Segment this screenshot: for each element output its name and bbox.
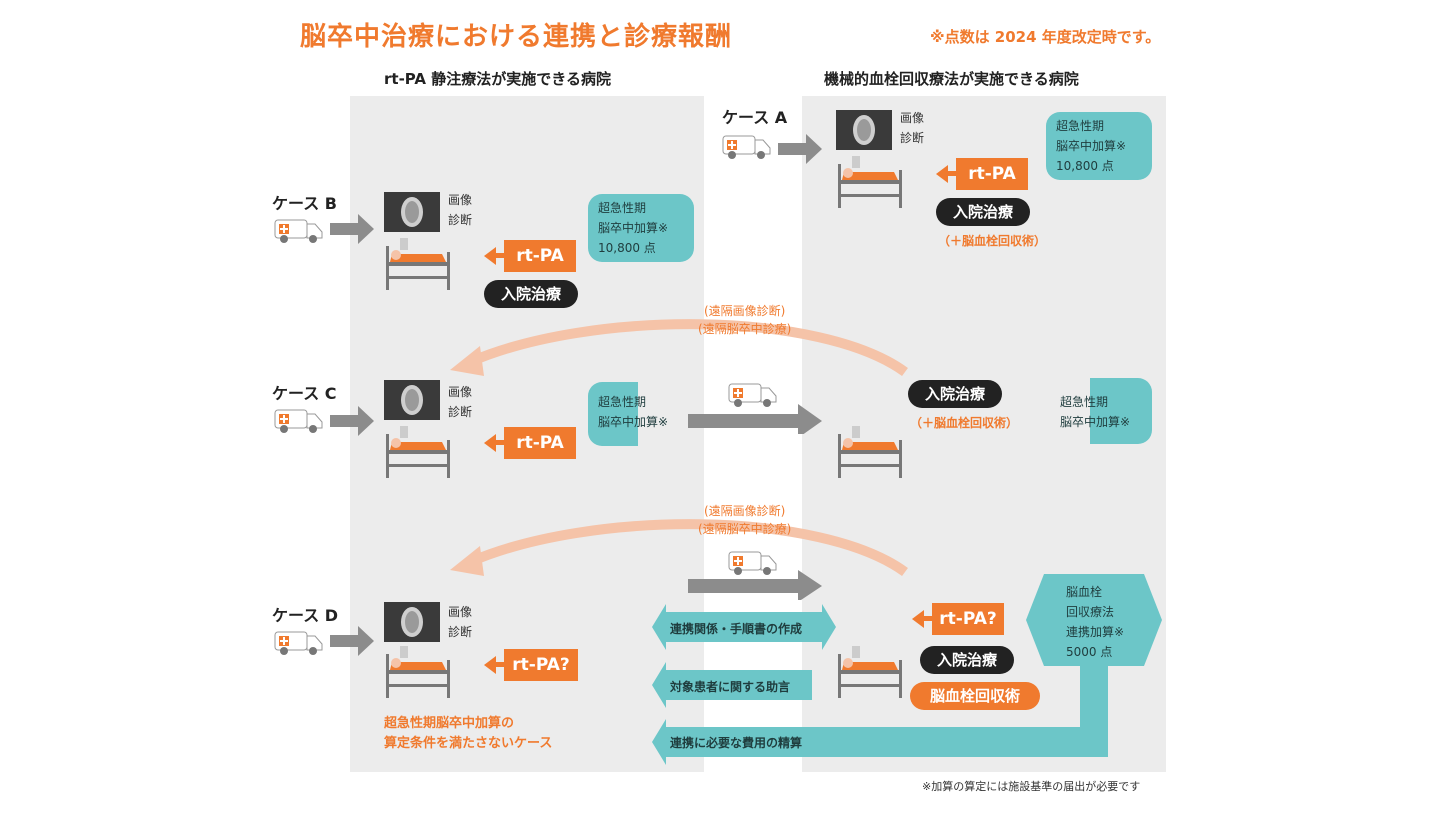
case-b-label: ケース B xyxy=(272,194,337,213)
teal-band-arrow-1 xyxy=(652,604,836,650)
rtpa-badge-b: rt-PA xyxy=(504,240,576,272)
arrow-right-icon xyxy=(330,406,374,436)
ambulance-icon xyxy=(274,219,323,243)
ambulance-icon xyxy=(274,631,323,655)
ambulance-icon xyxy=(728,551,777,575)
patient-bed-icon xyxy=(838,426,902,478)
arrow-right-icon xyxy=(330,214,374,244)
ct-scan-icon xyxy=(384,602,440,642)
right-column-header: 機械的血栓回収療法が実施できる病院 xyxy=(824,70,1079,88)
imaging-diagnosis-label: 画像診断 xyxy=(448,193,473,227)
link-addon-label: 脳血栓 回収療法 連携加算※ 5000 点 xyxy=(1066,585,1125,659)
curved-arrow-icon xyxy=(450,319,908,577)
rtpa-badge-c: rt-PA xyxy=(504,427,576,459)
remote-label-lower: (遠隔画像診断) (遠隔脳卒中診療) xyxy=(698,504,792,536)
addon-box-c-left xyxy=(588,382,638,446)
ct-scan-icon xyxy=(384,192,440,232)
patient-bed-icon xyxy=(838,156,902,208)
thrombectomy-note-c: （＋脳血栓回収術） xyxy=(910,416,1019,430)
ambulance-icon xyxy=(722,135,771,159)
addon-label-c-right: 超急性期 脳卒中加算※ xyxy=(1060,395,1131,429)
ct-scan-icon xyxy=(384,380,440,420)
patient-bed-icon xyxy=(386,238,450,290)
teal-band-arrow-3 xyxy=(652,660,1108,765)
band-label-3: 連携に必要な費用の精算 xyxy=(670,736,803,750)
rtpa-q-badge-d-right: rt-PA? xyxy=(932,603,1004,635)
rtpa-badge-a: rt-PA xyxy=(956,158,1028,190)
addon-box-b: 超急性期 脳卒中加算※ 10,800 点 xyxy=(588,194,694,262)
addon-box-a: 超急性期 脳卒中加算※ 10,800 点 xyxy=(1046,112,1152,180)
ambulance-icon xyxy=(728,383,777,407)
addon-box-c-right xyxy=(1090,378,1152,444)
rtpa-q-badge-d: rt-PA? xyxy=(504,649,578,681)
admission-pill-c: 入院治療 xyxy=(908,380,1002,408)
teal-band-arrow-2 xyxy=(652,662,812,708)
addon-label-c-left: 超急性期 脳卒中加算※ xyxy=(598,395,669,429)
arrow-right-icon xyxy=(330,626,374,656)
admission-pill-d: 入院治療 xyxy=(920,646,1014,674)
case-d-condition-note: 超急性期脳卒中加算の 算定条件を満たさないケース xyxy=(384,716,553,751)
case-d-label: ケース D xyxy=(272,606,339,625)
thrombectomy-note-a: （＋脳血栓回収術） xyxy=(938,234,1047,248)
admission-pill-a: 入院治療 xyxy=(936,198,1030,226)
remote-label-upper: (遠隔画像診断) (遠隔脳卒中診療) xyxy=(698,304,792,336)
score-note: ※点数は 2024 年度改定時です。 xyxy=(930,28,1161,46)
ct-scan-icon xyxy=(836,110,892,150)
ambulance-icon xyxy=(274,409,323,433)
admission-pill-b: 入院治療 xyxy=(484,280,578,308)
patient-bed-icon xyxy=(386,646,450,698)
arrow-right-icon xyxy=(688,404,822,434)
link-addon-hexagon xyxy=(1026,574,1162,666)
thrombectomy-pill-d: 脳血栓回収術 xyxy=(910,682,1040,710)
imaging-diagnosis-label: 画像診断 xyxy=(448,385,473,419)
arrow-right-icon xyxy=(778,134,822,164)
arrow-right-icon xyxy=(688,570,822,600)
left-column-header: rt-PA 静注療法が実施できる病院 xyxy=(384,70,611,88)
patient-bed-icon xyxy=(386,426,450,478)
page-title: 脳卒中治療における連携と診療報酬 xyxy=(300,22,733,52)
imaging-diagnosis-label: 画像診断 xyxy=(448,605,473,639)
imaging-diagnosis-label: 画像診断 xyxy=(900,111,925,145)
case-a-label: ケース A xyxy=(722,108,788,127)
case-c-label: ケース C xyxy=(272,384,337,403)
footnote: ※加算の算定には施設基準の届出が必要です xyxy=(922,780,1141,793)
patient-bed-icon xyxy=(838,646,902,698)
band-label-1: 連携関係・手順書の作成 xyxy=(670,622,803,636)
band-label-2: 対象患者に関する助言 xyxy=(670,680,791,694)
